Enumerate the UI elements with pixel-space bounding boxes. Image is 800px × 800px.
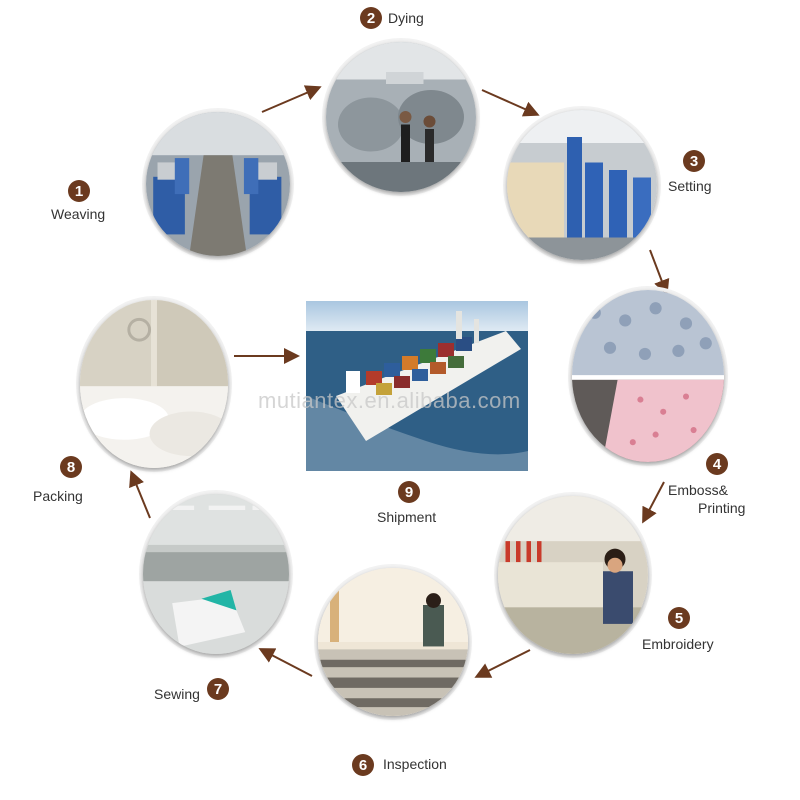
step-2-badge: 2 bbox=[360, 7, 382, 29]
arrow-1-to-2 bbox=[261, 85, 322, 113]
inspection-photo bbox=[318, 568, 468, 716]
packing-photo bbox=[80, 300, 228, 468]
step-8-badge: 8 bbox=[60, 456, 82, 478]
weaving-photo bbox=[146, 112, 290, 256]
setting-photo bbox=[507, 110, 657, 260]
emboss-printing-photo bbox=[572, 290, 724, 462]
step-1-label: Weaving bbox=[51, 206, 106, 222]
arrow-5-to-6 bbox=[474, 649, 531, 678]
step-3-badge: 3 bbox=[683, 150, 705, 172]
step-7-badge: 7 bbox=[207, 678, 229, 700]
step-6-label: Inspection bbox=[383, 756, 447, 772]
embroidery-photo bbox=[498, 496, 648, 654]
arrow-7-to-8 bbox=[129, 470, 151, 519]
step-4-label: Emboss& Printing bbox=[668, 481, 745, 517]
step-8-label: Packing bbox=[33, 488, 83, 504]
step-9-badge: 9 bbox=[398, 481, 420, 503]
arrow-6-to-7 bbox=[258, 648, 313, 677]
step-4-badge: 4 bbox=[706, 453, 728, 475]
step-5-label: Embroidery bbox=[642, 636, 714, 652]
step-5-badge: 5 bbox=[668, 607, 690, 629]
arrow-4-to-5 bbox=[642, 481, 665, 524]
step-3-label: Setting bbox=[668, 178, 712, 194]
arrow-3-to-4 bbox=[649, 249, 670, 296]
step-6-badge: 6 bbox=[352, 754, 374, 776]
sewing-photo bbox=[143, 494, 289, 654]
shipment-photo bbox=[306, 301, 528, 471]
step-2-label: Dying bbox=[388, 10, 424, 26]
dying-photo bbox=[326, 42, 476, 192]
step-4-label-line2: Printing bbox=[698, 500, 746, 516]
step-9-label: Shipment bbox=[377, 509, 437, 525]
step-7-label: Sewing bbox=[154, 686, 200, 702]
watermark-text: mutiantex.en.alibaba.com bbox=[258, 388, 521, 413]
step-4-label-line1: Emboss& bbox=[668, 482, 728, 498]
arrow-2-to-3 bbox=[481, 89, 540, 117]
step-1-badge: 1 bbox=[68, 180, 90, 202]
